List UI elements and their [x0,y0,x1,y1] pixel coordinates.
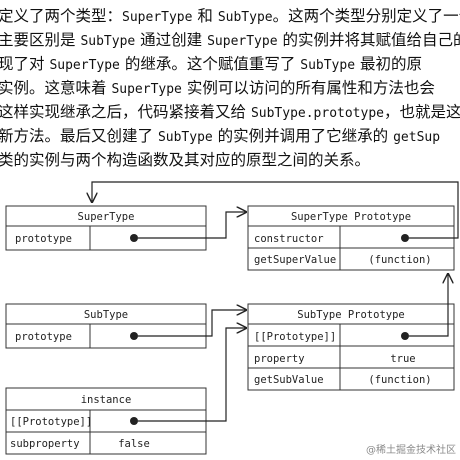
inline-code: SuperType [49,58,120,73]
paragraph-line: 现了对 SuperType 的继承。这个赋值重写了 SubType 最初的原 [0,52,422,78]
arrow-subtype-to-proto [138,310,246,337]
subtype-prototype-title: SubType Prototype [297,309,404,321]
prototype-chain-diagram: SuperType prototype SuperType Prototype … [5,181,459,455]
paragraph-line: 新方法。最后又创建了 SubType 的实例并调用了它继承的 getSup [0,124,440,150]
text-run: 定义了两个类型： [0,7,123,25]
getsupervalue-value: (function) [368,254,431,266]
getsubvalue-key: getSubValue [254,374,324,386]
arrow-supertype-to-proto [138,212,246,239]
text-run: 通过创建 [135,31,208,49]
subproperty-value: false [118,438,150,450]
getsubvalue-value: (function) [368,374,431,386]
inline-code: SubType [157,130,213,145]
paragraph-line: 主要区别是 SubType 通过创建 SuperType 的实例并将其赋值给自己… [0,28,460,54]
supertype-box: SuperType prototype [5,205,207,251]
pointer-dot [130,417,138,425]
arrow-instance-to-subproto [138,328,246,422]
text-run: 的实例并将其赋值给自己的 [277,31,460,49]
supertype-title: SuperType [78,211,135,223]
getsupervalue-key: getSuperValue [254,254,336,266]
supertype-prototype-title: SuperType Prototype [291,211,411,223]
subproperty-key: subproperty [10,438,80,450]
subtype-proto-link-key: [[Prototype]] [254,331,336,343]
instance-title: instance [81,394,132,406]
instance-proto-link-key: [[Prototype]] [10,416,92,428]
text-run: 主要区别是 [0,31,81,49]
arrow-subproto-to-superproto [409,274,448,337]
text-run: 现了对 [0,55,50,73]
pointer-dot [401,234,409,242]
inline-code: SuperType [122,10,193,25]
subtype-prototype-box: SubType Prototype [[Prototype]] property… [247,303,455,391]
text-run: 这样实现继承之后，代码紧接着又给 [0,103,251,121]
text-run: 和 [192,7,218,25]
inline-code: SubType [300,58,356,73]
subtype-box: SubType prototype [5,303,207,349]
text-run: 实例可以访问的所有属性和方法也会 [181,79,435,97]
text-run: 的继承。这个赋值重写了 [119,55,301,73]
inline-code: SuperType [111,82,182,97]
text-run: 新方法。最后又创建了 [0,127,158,145]
subtype-title: SubType [84,309,128,321]
text-run: 最初的原 [355,55,422,73]
constructor-key: constructor [254,233,324,245]
paragraph-line: 类的实例与两个构造函数及其对应的原型之间的关系。 [0,148,370,172]
inline-code: SubType.prototype [250,106,384,121]
arrow-constructor-to-supertype [92,181,459,239]
text-run: 实例。这意味着 [0,79,112,97]
paragraph-line: 实例。这意味着 SuperType 实例可以访问的所有属性和方法也会 [0,76,435,102]
pointer-dot [401,332,409,340]
pointer-dot [130,234,138,242]
inline-code: SubType [80,34,136,49]
inline-code: SuperType [207,34,278,49]
supertype-prototype-key: prototype [15,233,72,245]
subtype-prototype-key: prototype [15,331,72,343]
text-run: 。这两个类型分别定义了一个 [272,7,460,25]
property-value: true [390,353,415,365]
connector-lines [92,181,459,422]
inline-code: getSup [393,130,441,145]
inline-code: SubType [217,10,273,25]
pointer-dot [130,332,138,340]
paragraph-line: 定义了两个类型：SuperType 和 SubType。这两个类型分别定义了一个 [0,4,460,30]
watermark: @稀土掘金技术社区 [366,445,456,456]
text-run: ，也就是这 [384,103,460,121]
intro-paragraph: 定义了两个类型：SuperType 和 SubType。这两个类型分别定义了一个… [0,0,460,178]
text-run: 的实例并调用了它继承的 [212,127,394,145]
text-run: 类的实例与两个构造函数及其对应的原型之间的关系。 [0,151,371,169]
property-key: property [254,353,305,365]
paragraph-line: 这样实现继承之后，代码紧接着又给 SubType.prototype，也就是这 [0,100,460,126]
